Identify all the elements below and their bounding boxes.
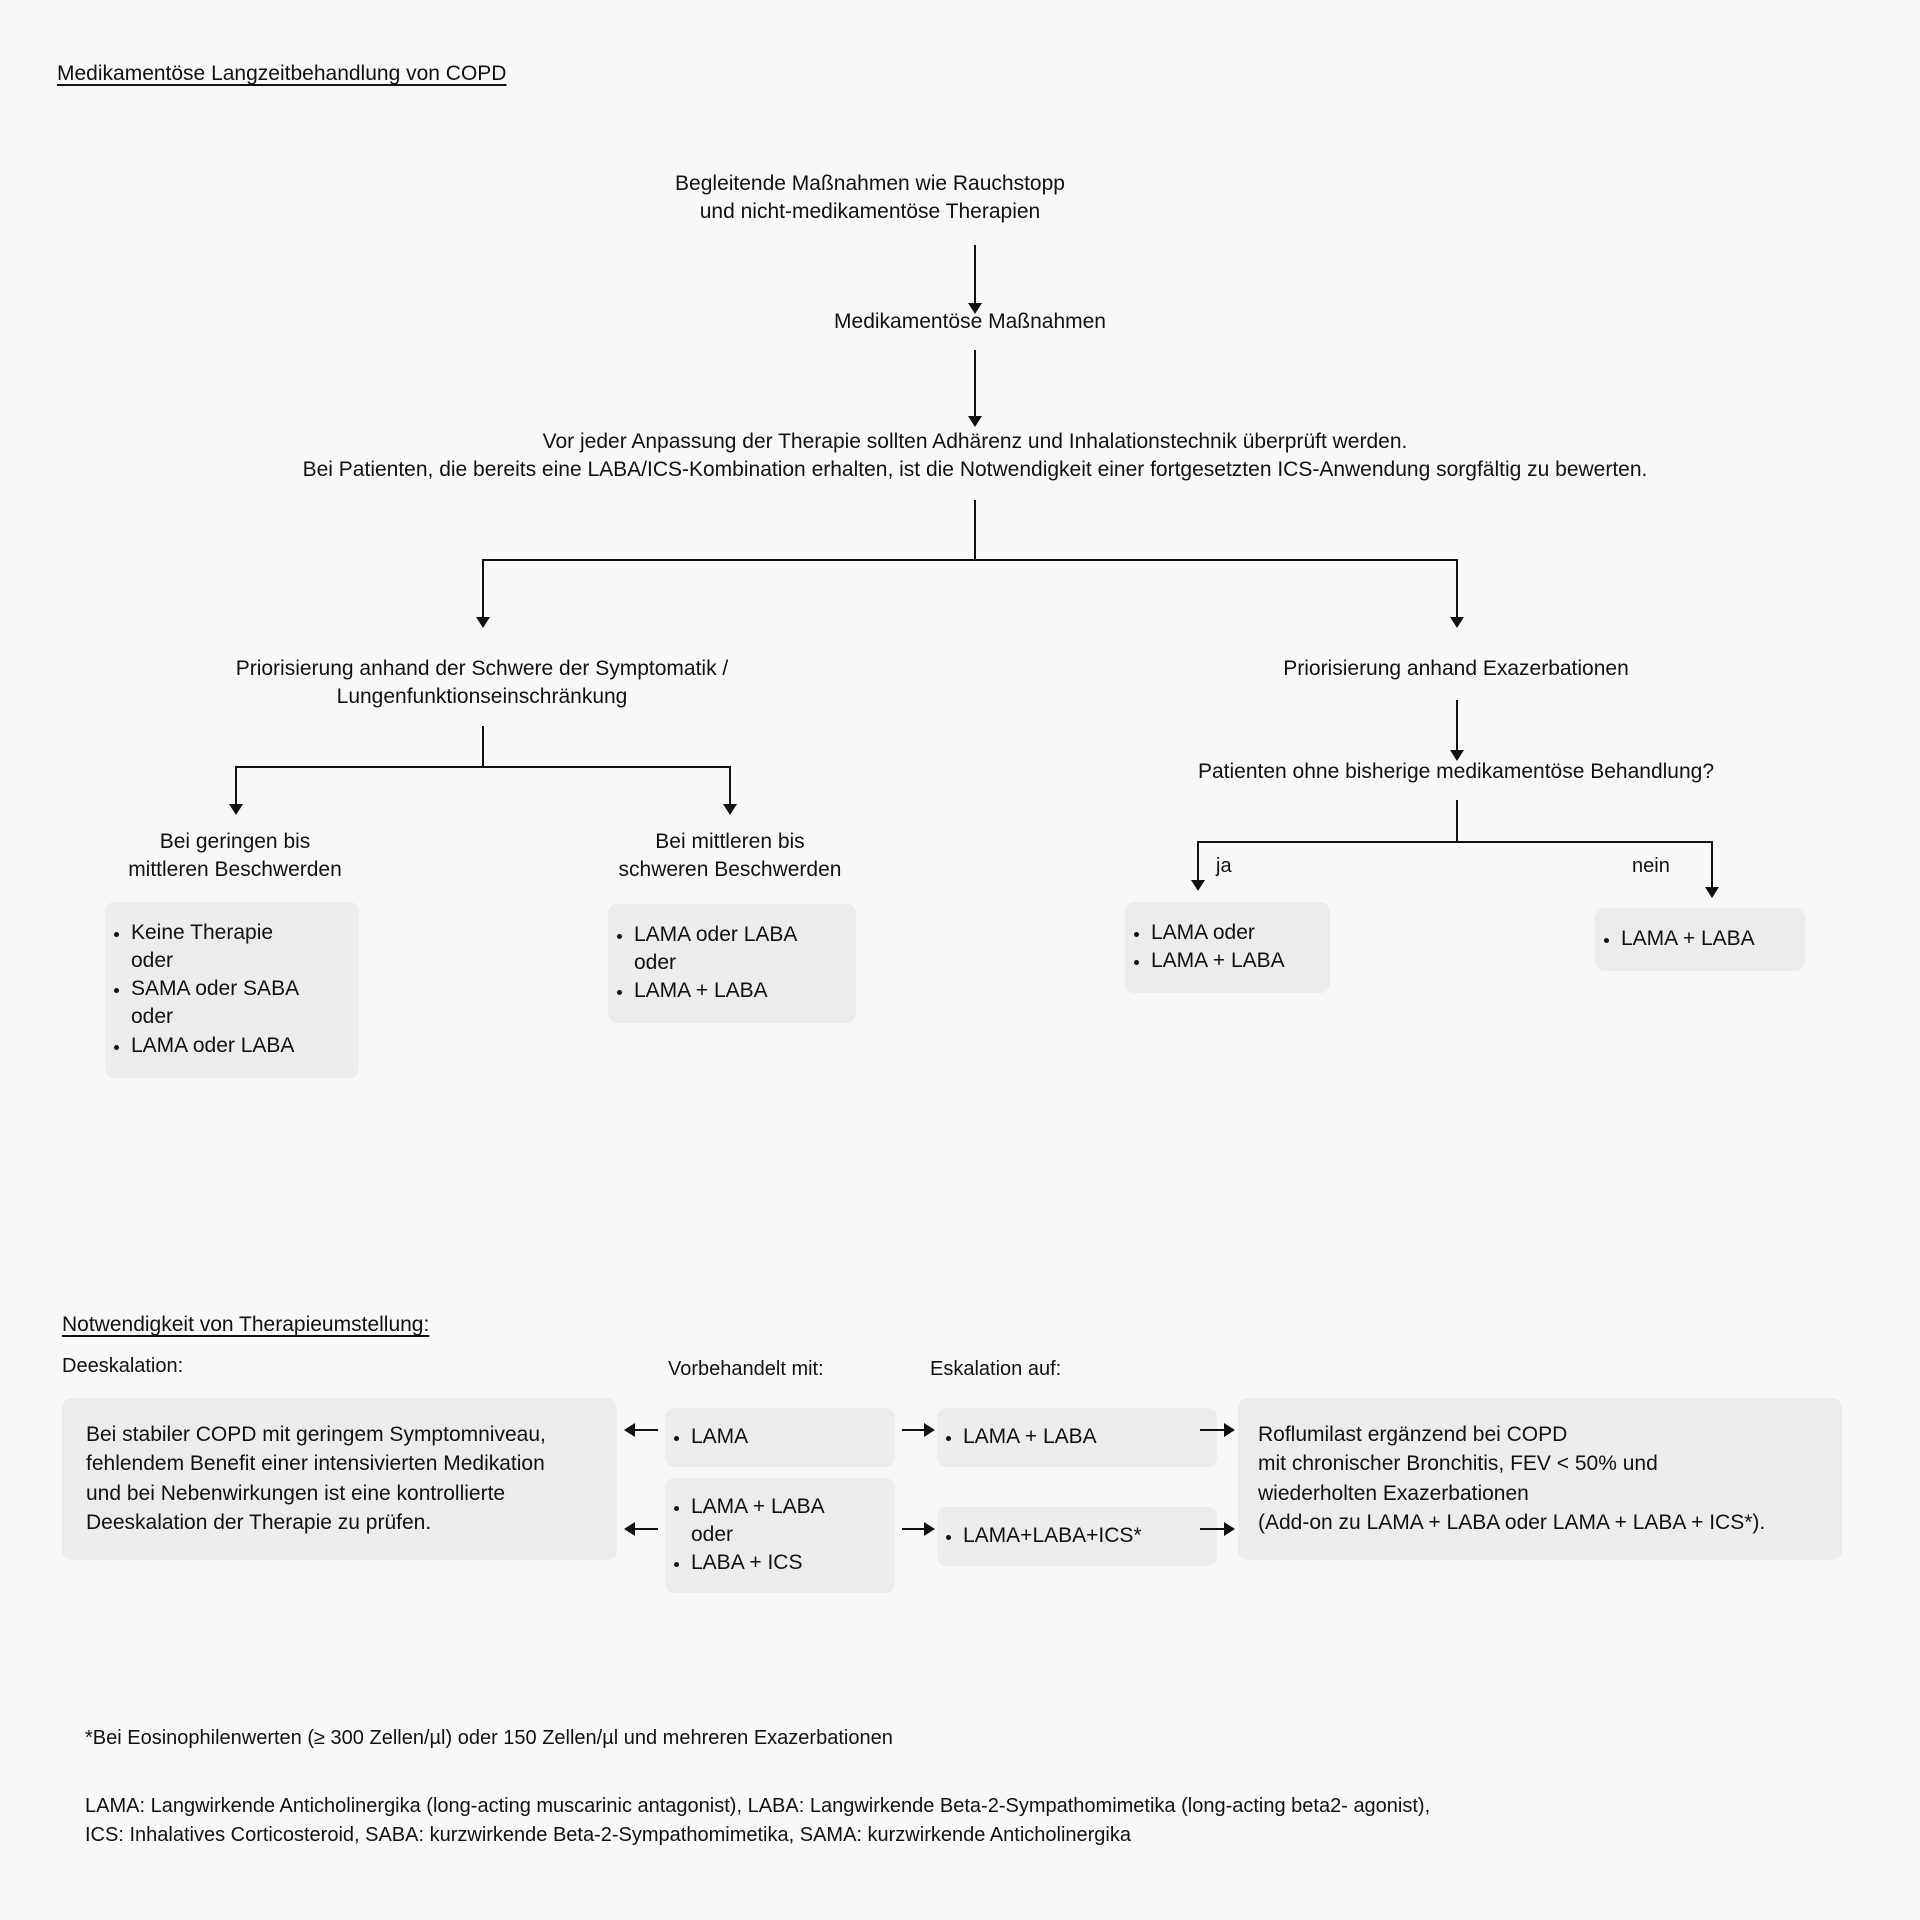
connector-line [902,1429,926,1431]
roflumilast-text: Roflumilast ergänzend bei COPD mit chron… [1258,1423,1766,1535]
bullet-list: Keine Therapie oder SAMA oder SABA oder … [105,919,345,1060]
connector-line [902,1528,926,1530]
connector-line [1197,841,1711,843]
connector-line [482,559,1458,561]
connector-line [974,245,976,305]
roflumilast-box: Roflumilast ergänzend bei COPD mit chron… [1238,1398,1842,1560]
bullet-list: LAMA+LABA+ICS* [937,1522,1203,1550]
connector-line [1200,1429,1226,1431]
list-item: LAMA + LABA [634,977,842,1005]
left-col-0-heading: Bei geringen bis mittleren Beschwerden [128,830,342,882]
list-item: LAMA + LABA [963,1423,1203,1451]
arrow-down-icon [229,804,243,815]
switch-section-heading: Notwendigkeit von Therapieumstellung: [62,1313,430,1336]
branch-label-ja: ja [1216,855,1232,877]
connector-line [1456,700,1458,752]
connector-line [1456,800,1458,842]
list-item: LABA + ICS [691,1549,881,1577]
left-col-1-heading: Bei mittleren bis schweren Beschwerden [618,830,842,882]
pretreated-box-0: LAMA [665,1408,895,1468]
list-item: LAMA oder LABA oder [634,921,842,977]
bullet-list: LAMA oder LABA oder LAMA + LABA [608,921,842,1005]
arrow-down-icon [1705,887,1719,898]
deescalation-box: Bei stabiler COPD mit geringem Symptomni… [62,1398,617,1560]
list-item: Keine Therapie oder [131,919,345,975]
arrow-right-icon [924,1522,935,1536]
arrow-down-icon [968,416,982,427]
escalation-box-1: LAMA+LABA+ICS* [937,1507,1217,1567]
arrow-down-icon [1450,750,1464,761]
arrow-left-icon [624,1423,635,1437]
pretreated-label: Vorbehandelt mit: [668,1358,824,1380]
arrow-down-icon [1191,880,1205,891]
pretreated-box-1: LAMA + LABA oder LABA + ICS [665,1478,895,1594]
connector-line [1456,559,1458,619]
bullet-list: LAMA + LABA [937,1423,1203,1451]
list-item: LAMA [691,1423,881,1451]
node-accompanying-measures: Begleitende Maßnahmen wie Rauchstopp und… [675,172,1065,224]
arrow-right-icon [1224,1423,1235,1437]
arrow-down-icon [1450,617,1464,628]
bullet-list: LAMA + LABA oder LABA + ICS [665,1493,881,1577]
deescalation-text: Bei stabiler COPD mit geringem Symptomni… [86,1423,546,1535]
node-check-note: Vor jeder Anpassung der Therapie sollten… [302,430,1648,482]
bullet-list: LAMA + LABA [1595,925,1791,953]
connector-line [974,350,976,418]
arrow-down-icon [968,303,982,314]
list-item: SAMA oder SABA oder [131,975,345,1031]
list-item: LAMA + LABA [1151,947,1316,975]
left-col-1-box: LAMA oder LABA oder LAMA + LABA [608,904,856,1024]
left-col-0-box: Keine Therapie oder SAMA oder SABA oder … [105,902,359,1078]
connector-line [1197,841,1199,882]
connector-line [634,1429,658,1431]
bullet-list: LAMA oder LAMA + LABA [1125,919,1316,975]
connector-line [729,766,731,806]
connector-line [235,766,237,806]
arrow-down-icon [723,804,737,815]
deescalation-label: Deeskalation: [62,1355,184,1377]
page-title: Medikamentöse Langzeitbehandlung von COP… [57,62,507,85]
connector-line [634,1528,658,1530]
arrow-right-icon [924,1423,935,1437]
right-branch-ja-box: LAMA oder LAMA + LABA [1125,902,1330,994]
escalation-box-0: LAMA + LABA [937,1408,1217,1468]
arrow-down-icon [476,617,490,628]
connector-line [235,766,729,768]
right-branch-nein-box: LAMA + LABA [1595,908,1805,972]
node-drug-measures: Medikamentöse Maßnahmen [834,310,1106,333]
arrow-left-icon [624,1522,635,1536]
arrow-right-icon [1224,1522,1235,1536]
list-item: LAMA + LABA [1621,925,1791,953]
footnote-asterisk: *Bei Eosinophilenwerten (≥ 300 Zellen/µl… [85,1727,893,1749]
connector-line [974,500,976,560]
branch-label-nein: nein [1632,855,1670,877]
left-branch-heading: Priorisierung anhand der Schwere der Sym… [235,657,729,709]
connector-line [482,726,484,768]
connector-line [1200,1528,1226,1530]
footnote-abbreviations: LAMA: Langwirkende Anticholinergika (lon… [85,1795,1431,1846]
right-branch-question: Patienten ohne bisherige medikamentöse B… [1197,760,1715,783]
list-item: LAMA oder [1151,919,1316,947]
bullet-list: LAMA [665,1423,881,1451]
connector-line [1711,841,1713,889]
list-item: LAMA+LABA+ICS* [963,1522,1203,1550]
escalation-label: Eskalation auf: [930,1358,1062,1380]
list-item: LAMA oder LABA [131,1032,345,1060]
list-item: LAMA + LABA oder [691,1493,881,1549]
right-branch-heading: Priorisierung anhand Exazerbationen [1283,657,1629,680]
connector-line [482,559,484,619]
